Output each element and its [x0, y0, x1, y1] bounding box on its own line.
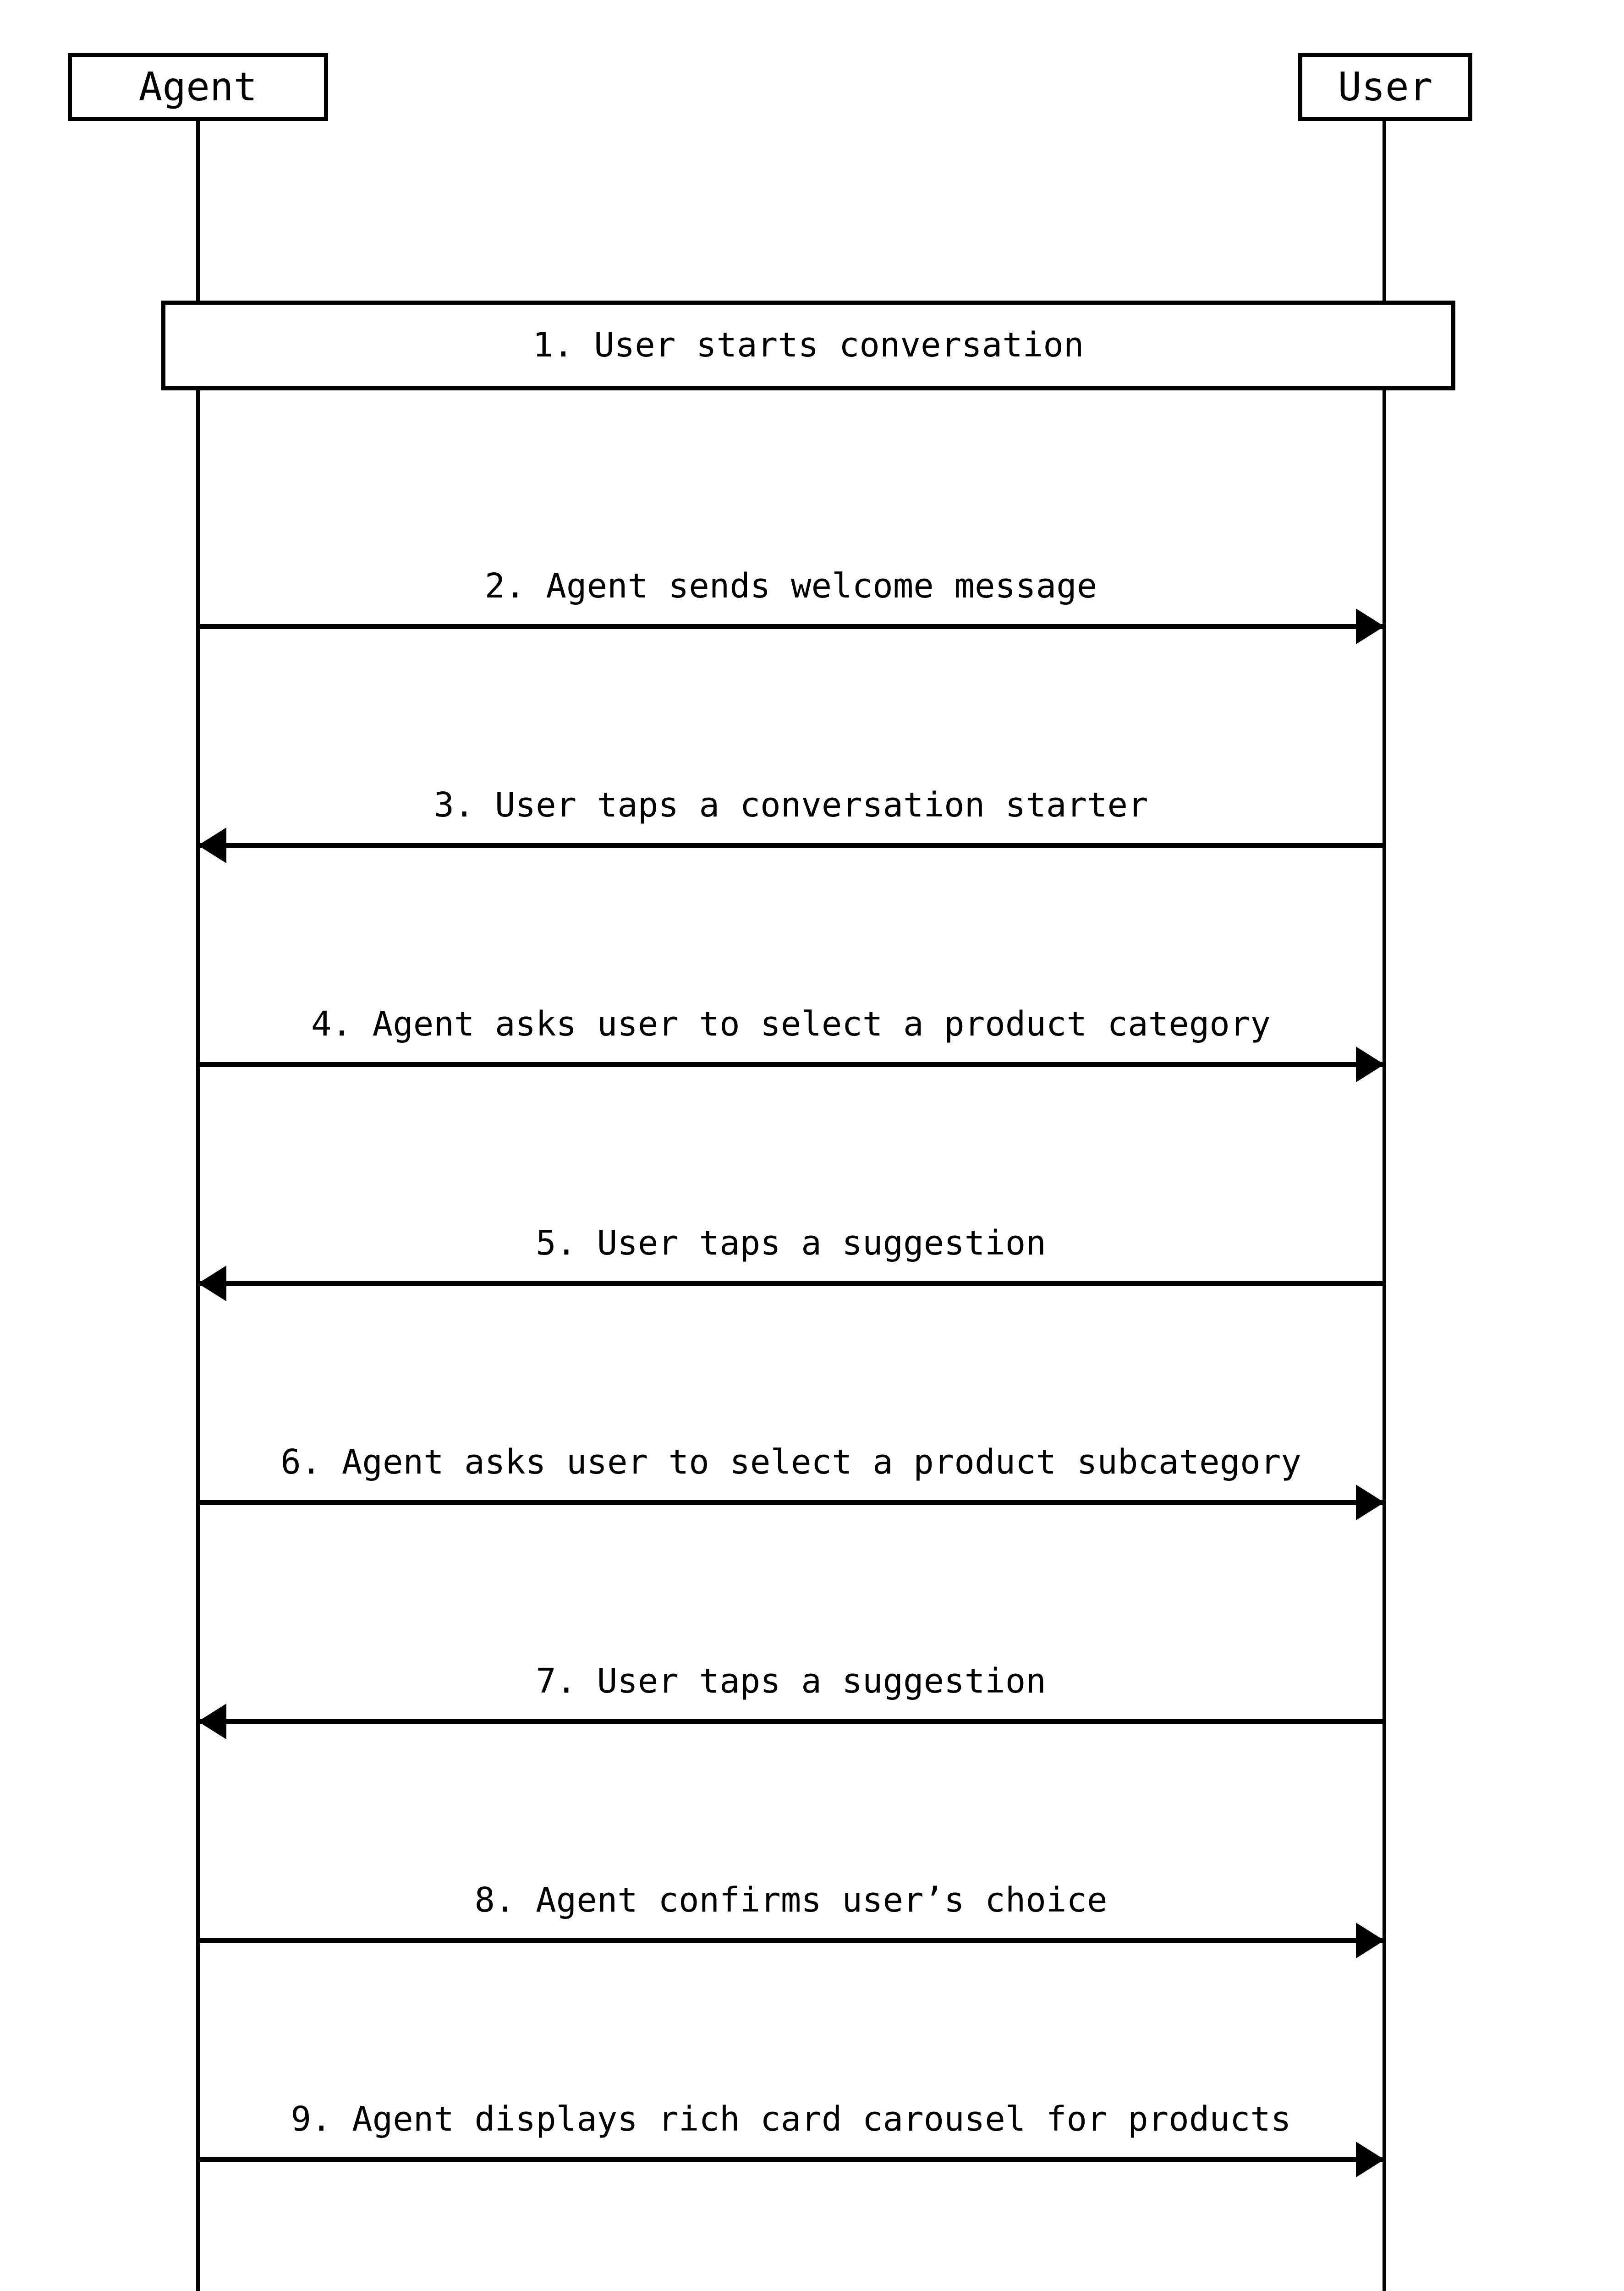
message-step-2-label: 2. Agent sends welcome message: [484, 566, 1097, 606]
message-step-4-label: 4. Agent asks user to select a product c…: [311, 1004, 1271, 1044]
arrow-right-icon: [1356, 1923, 1384, 1958]
message-step-5-label: 5. User taps a suggestion: [536, 1223, 1046, 1263]
message-step-9-line: [198, 2157, 1384, 2162]
arrow-left-icon: [198, 1266, 226, 1301]
arrow-right-icon: [1356, 1047, 1384, 1082]
message-step-3-label: 3. User taps a conversation starter: [433, 785, 1148, 825]
arrow-right-icon: [1356, 1485, 1384, 1520]
message-step-7-line: [198, 1719, 1384, 1724]
message-step-2-line: [198, 624, 1384, 629]
message-step-3-line: [198, 843, 1384, 848]
message-step-6-line: [198, 1500, 1384, 1505]
message-step-9-label: 9. Agent displays rich card carousel for…: [291, 2099, 1291, 2139]
arrow-right-icon: [1356, 2142, 1384, 2177]
lifeline-agent: [196, 117, 200, 2291]
message-step-8-line: [198, 1938, 1384, 1943]
message-step-7-label: 7. User taps a suggestion: [536, 1661, 1046, 1701]
arrow-left-icon: [198, 828, 226, 863]
note-step-1[interactable]: 1. User starts conversation: [161, 301, 1455, 390]
message-step-6-label: 6. Agent asks user to select a product s…: [280, 1442, 1301, 1482]
participant-user-top-label: User: [1338, 64, 1433, 110]
message-step-4-line: [198, 1062, 1384, 1067]
arrow-left-icon: [198, 1704, 226, 1739]
participant-agent-top-label: Agent: [138, 64, 258, 110]
participant-agent-top[interactable]: Agent: [68, 53, 328, 121]
note-step-1-label: 1. User starts conversation: [532, 325, 1084, 365]
message-step-5-line: [198, 1281, 1384, 1286]
participant-user-top[interactable]: User: [1298, 53, 1472, 121]
lifeline-user: [1383, 117, 1386, 2291]
arrow-right-icon: [1356, 608, 1384, 644]
message-step-8-label: 8. Agent confirms user’s choice: [474, 1880, 1108, 1920]
